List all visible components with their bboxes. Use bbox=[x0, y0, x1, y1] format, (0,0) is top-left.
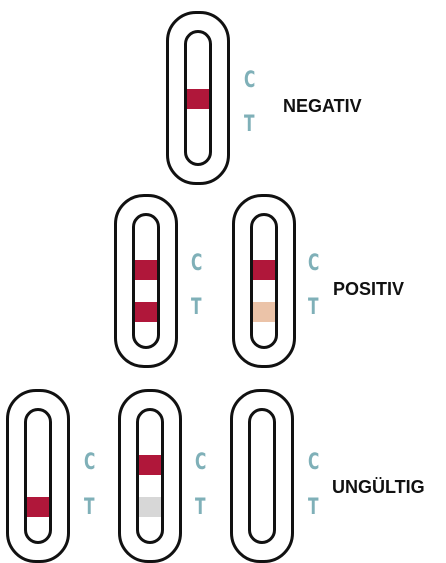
test-cassette-positive-strong bbox=[114, 194, 178, 368]
control-line-letter: C bbox=[191, 251, 203, 276]
test-line-band bbox=[27, 497, 49, 517]
test-line-band bbox=[135, 302, 157, 322]
result-label-positive: POSITIV bbox=[333, 279, 405, 299]
control-line-letter: C bbox=[244, 68, 256, 93]
control-line-band bbox=[253, 260, 275, 280]
control-line-letter: C bbox=[84, 450, 96, 475]
test-strip-window bbox=[184, 30, 212, 166]
test-cassette-positive-faint bbox=[232, 194, 296, 368]
test-line-letter: T bbox=[84, 495, 95, 520]
control-line-band bbox=[139, 455, 161, 475]
test-cassette-invalid-grey bbox=[118, 389, 182, 563]
control-line-band bbox=[187, 89, 209, 109]
test-strip-window bbox=[132, 213, 160, 349]
test-cassette-negative bbox=[166, 11, 230, 185]
test-line-letter: T bbox=[308, 295, 319, 320]
result-label-invalid: UNGÜLTIG bbox=[332, 477, 425, 497]
test-line-band bbox=[139, 497, 161, 517]
control-line-letter: C bbox=[195, 450, 207, 475]
test-line-band bbox=[253, 302, 275, 322]
test-line-letter: T bbox=[191, 295, 202, 320]
test-strip-window bbox=[248, 408, 276, 544]
test-line-letter: T bbox=[308, 495, 319, 520]
test-cassette-invalid-blank bbox=[230, 389, 294, 563]
test-cassette-invalid-test-only bbox=[6, 389, 70, 563]
result-label-negative: NEGATIV bbox=[283, 96, 362, 116]
test-line-letter: T bbox=[244, 112, 255, 137]
test-strip-window bbox=[24, 408, 52, 544]
control-line-letter: C bbox=[308, 251, 320, 276]
test-strip-window bbox=[136, 408, 164, 544]
test-strip-window bbox=[250, 213, 278, 349]
control-line-band bbox=[135, 260, 157, 280]
control-line-letter: C bbox=[308, 450, 320, 475]
test-line-letter: T bbox=[195, 495, 206, 520]
